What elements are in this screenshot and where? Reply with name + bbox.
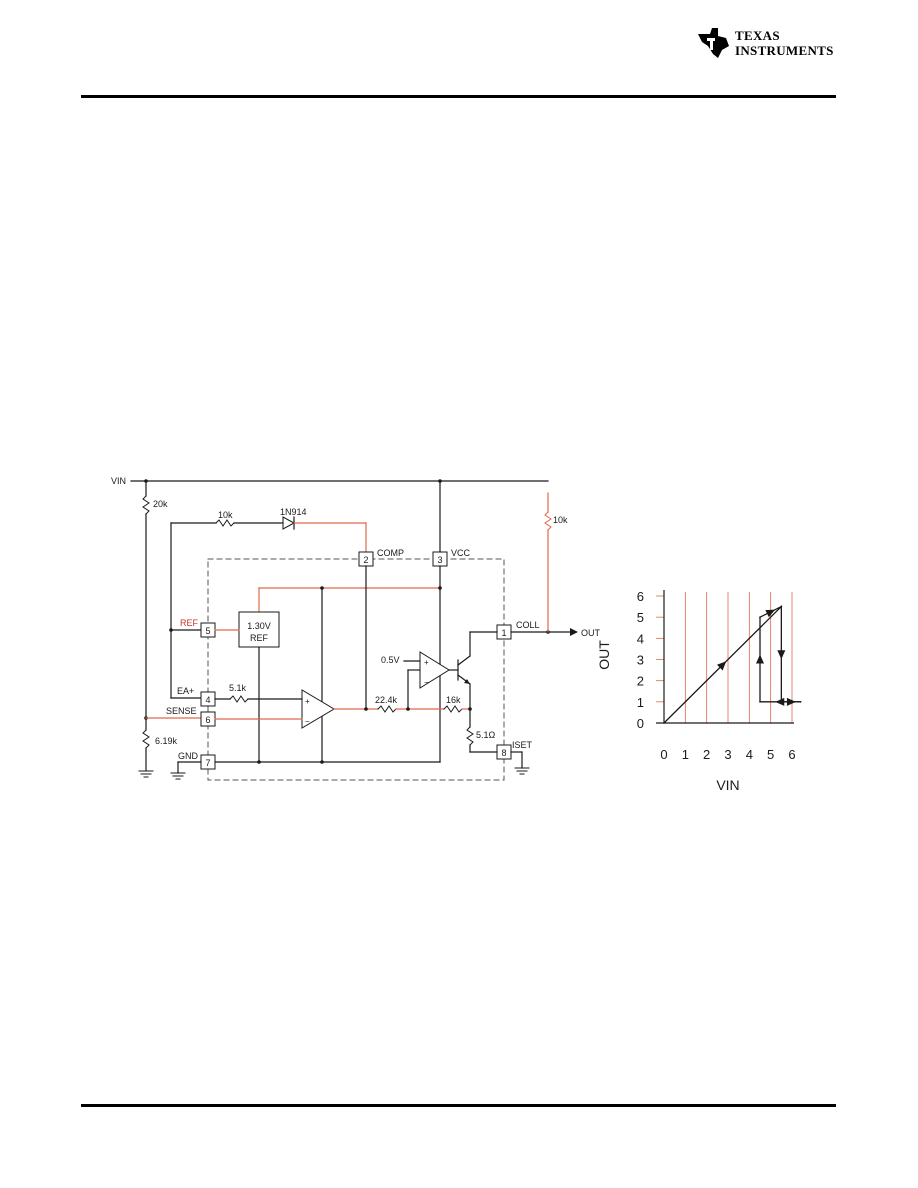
pin-8-label: 8 xyxy=(501,748,506,758)
direction-arrow-0-0 xyxy=(717,661,727,671)
chart-axes xyxy=(656,590,794,724)
texas-instruments-logo: TEXAS INSTRUMENTS xyxy=(696,26,838,62)
resistor-5r1 xyxy=(466,726,474,746)
logo-text-texas: TEXAS xyxy=(735,28,780,43)
series-point-0-0 xyxy=(663,722,665,724)
vin-label: VIN xyxy=(111,476,126,486)
resistor-22k4 xyxy=(377,705,397,713)
y-tick-5: 5 xyxy=(637,610,644,625)
y-tick-0: 0 xyxy=(637,716,644,731)
error-amplifier xyxy=(301,689,335,729)
pin-3-label: 3 xyxy=(437,555,442,565)
resistor-10k-feedback xyxy=(215,519,235,527)
series-path-0 xyxy=(663,605,801,724)
reference-block xyxy=(238,611,280,648)
pin-7-label: 7 xyxy=(205,758,210,768)
ground-symbol-iset xyxy=(514,767,530,775)
direction-arrow-1-2 xyxy=(765,609,776,618)
x-tick-1: 1 xyxy=(682,747,689,762)
label-sense: SENSE xyxy=(166,706,197,716)
logo-text-instruments: INSTRUMENTS xyxy=(735,43,834,58)
chart-series xyxy=(663,605,802,724)
label-r-10k-feedback: 10k xyxy=(218,510,233,520)
comparator-plus-sign: + xyxy=(424,658,429,667)
pin-2-label: 2 xyxy=(363,555,368,565)
ti-state-icon xyxy=(698,28,729,58)
label-coll: COLL xyxy=(516,620,540,630)
y-tick-1: 1 xyxy=(637,695,644,710)
label-r-pullup: 10k xyxy=(553,515,568,525)
resistor-20k xyxy=(142,495,150,515)
x-tick-6: 6 xyxy=(788,747,795,762)
label-r-22k4: 22.4k xyxy=(375,695,398,705)
comparator-minus-sign: − xyxy=(424,678,429,687)
series-point-1-2 xyxy=(759,616,761,618)
resistor-10k-pullup xyxy=(544,511,552,531)
y-tick-3: 3 xyxy=(637,653,644,668)
label-r-16k: 16k xyxy=(446,695,461,705)
ground-symbol-gnd xyxy=(170,772,186,780)
ground-symbol-left xyxy=(138,770,154,778)
label-diode: 1N914 xyxy=(280,507,307,517)
label-comp: COMP xyxy=(377,548,404,558)
label-r-5k1: 5.1k xyxy=(229,683,247,693)
direction-arrow-1-1 xyxy=(756,654,764,664)
y-tick-2: 2 xyxy=(637,674,644,689)
pin-4-label: 4 xyxy=(205,695,210,705)
footer-rule xyxy=(81,1104,836,1107)
y-tick-4: 4 xyxy=(637,631,644,646)
label-iset: ISET xyxy=(512,740,533,750)
series-point-1-3 xyxy=(780,605,783,608)
out-arrow-icon xyxy=(570,628,578,636)
schematic xyxy=(130,479,578,781)
x-tick-4: 4 xyxy=(746,747,753,762)
x-tick-3: 3 xyxy=(724,747,731,762)
series-point-1-1 xyxy=(759,701,761,703)
ic-boundary xyxy=(207,558,505,781)
ref-block-text-2: REF xyxy=(250,633,269,643)
resistor-5k1 xyxy=(229,695,249,703)
x-tick-0: 0 xyxy=(660,747,667,762)
pin-5-label: 5 xyxy=(205,626,210,636)
error-amp-plus-sign: + xyxy=(305,697,310,706)
pin-6-label: 6 xyxy=(205,715,210,725)
series-point-1-0 xyxy=(799,701,802,703)
label-out: OUT xyxy=(581,628,601,638)
label-r-20k: 20k xyxy=(153,499,168,509)
label-ea-plus: EA+ xyxy=(177,686,194,696)
y-axis-label: OUT xyxy=(596,640,612,670)
label-r-6k19: 6.19k xyxy=(155,736,178,746)
direction-arrow-0-1 xyxy=(777,650,786,660)
direction-arrow-1-0 xyxy=(775,697,785,706)
header-rule xyxy=(81,95,836,98)
pin-1-label: 1 xyxy=(501,628,506,638)
label-ref: REF xyxy=(180,618,199,628)
comparator xyxy=(419,651,450,689)
resistor-16k xyxy=(443,705,463,713)
y-tick-6: 6 xyxy=(637,589,644,604)
label-vcc: VCC xyxy=(451,548,471,558)
error-amp-minus-sign: − xyxy=(305,717,310,726)
output-transistor xyxy=(457,655,471,685)
label-gnd: GND xyxy=(178,751,199,761)
ref-block-text-1: 1.30V xyxy=(247,621,271,631)
x-axis-label: VIN xyxy=(716,777,739,793)
label-vth: 0.5V xyxy=(381,655,400,665)
label-r-5r1: 5.1Ω xyxy=(476,730,496,740)
y-tick-labels: 0 1 2 3 4 5 6 xyxy=(637,589,644,731)
x-tick-2: 2 xyxy=(703,747,710,762)
x-tick-5: 5 xyxy=(767,747,774,762)
diode-1n914 xyxy=(282,516,296,530)
resistor-6k19 xyxy=(142,729,150,749)
